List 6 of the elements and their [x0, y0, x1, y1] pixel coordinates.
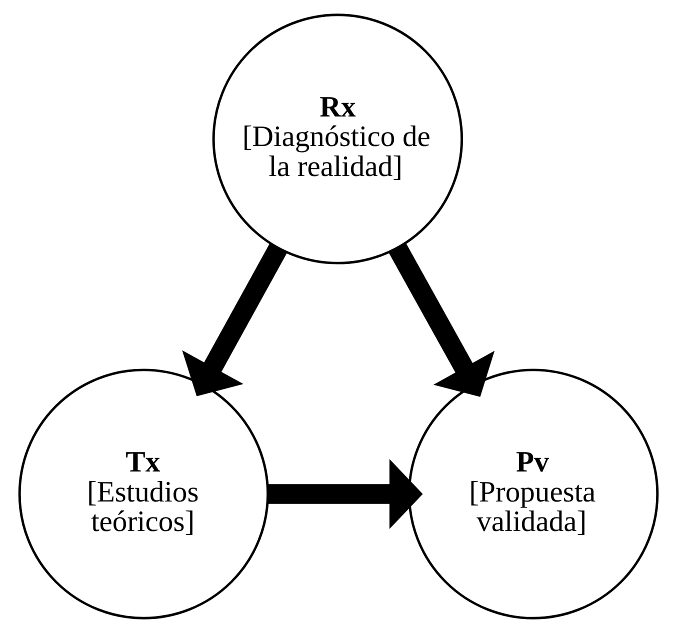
node-circle: Rx [Diagnóstico de la realidad] — [212, 14, 463, 264]
arrow — [388, 243, 494, 397]
arrow — [182, 243, 287, 396]
node-circle: Tx [Estudios teóricos] — [18, 368, 269, 620]
node-circle: Pv [Propuesta validada] — [407, 368, 658, 620]
arrow — [268, 459, 422, 530]
